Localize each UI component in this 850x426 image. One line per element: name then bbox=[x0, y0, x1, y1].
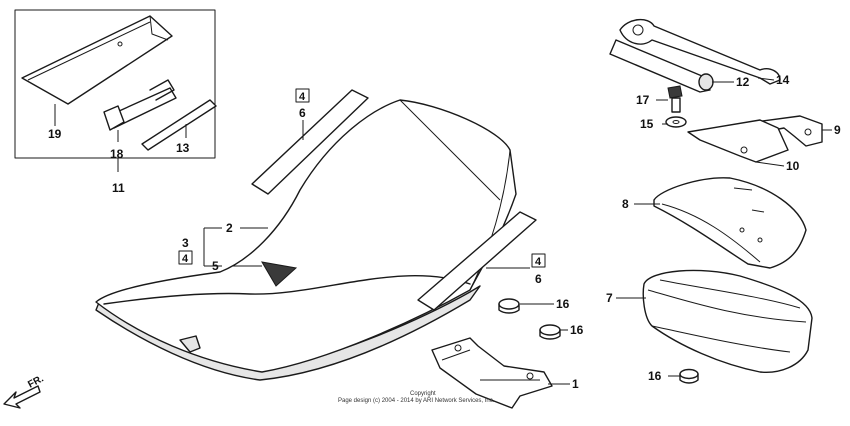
tool-handle-bar bbox=[141, 99, 217, 151]
seat-cover bbox=[95, 99, 517, 373]
callout-5: 5 bbox=[212, 259, 219, 273]
callout-15: 15 bbox=[640, 117, 654, 131]
tool-bag bbox=[21, 15, 173, 105]
front-direction-label: FR. bbox=[26, 373, 46, 390]
callout-4-left: 4 bbox=[182, 253, 189, 265]
callout-16-c: 16 bbox=[648, 369, 662, 383]
callout-9: 9 bbox=[834, 123, 841, 137]
storage-pouch bbox=[642, 269, 813, 373]
tool-kit-group bbox=[14, 9, 217, 172]
callout-4-top: 4 bbox=[299, 91, 306, 103]
grommet-b bbox=[539, 324, 561, 340]
copyright-line-1: Copyright bbox=[410, 391, 436, 397]
callout-14: 14 bbox=[776, 73, 790, 87]
callout-13: 13 bbox=[176, 141, 190, 155]
front-direction-indicator: FR. bbox=[3, 373, 46, 409]
callout-16-a: 16 bbox=[556, 297, 570, 311]
washer bbox=[665, 116, 687, 128]
leader-lines bbox=[203, 77, 832, 385]
callout-3: 3 bbox=[182, 236, 189, 250]
seat-emblem bbox=[261, 261, 298, 287]
callout-10: 10 bbox=[786, 159, 800, 173]
seat-stay-lower bbox=[687, 119, 789, 163]
seat-plate bbox=[653, 177, 807, 269]
boxed-4-top-frame bbox=[295, 88, 310, 103]
callout-19: 19 bbox=[48, 127, 62, 141]
boxed-4-right-frame bbox=[531, 253, 546, 268]
grommet-a bbox=[498, 298, 520, 314]
seat-bracket bbox=[431, 337, 553, 409]
callout-11: 11 bbox=[112, 181, 125, 195]
wrench-set bbox=[609, 19, 781, 93]
callout-6-top: 6 bbox=[299, 106, 306, 120]
callout-8: 8 bbox=[622, 197, 629, 211]
open-end-wrench bbox=[619, 19, 781, 85]
grommet-c bbox=[679, 368, 699, 384]
front-arrow-icon bbox=[3, 385, 41, 409]
tool-kit-frame bbox=[14, 9, 216, 159]
spark-plug-wrench bbox=[609, 39, 711, 93]
callout-6-right: 6 bbox=[535, 272, 542, 286]
callout-12: 12 bbox=[736, 75, 750, 89]
copyright-line-2: Page design (c) 2004 - 2014 by ARI Netwo… bbox=[338, 398, 495, 404]
callout-17: 17 bbox=[636, 93, 650, 107]
callout-7: 7 bbox=[606, 291, 613, 305]
callout-1: 1 bbox=[572, 377, 579, 391]
callout-4-right: 4 bbox=[535, 256, 542, 268]
seat-stripe-upper bbox=[251, 89, 369, 195]
callout-2: 2 bbox=[226, 221, 233, 235]
seat-assembly bbox=[95, 99, 517, 381]
callout-18: 18 bbox=[110, 147, 124, 161]
boxed-4-left-frame bbox=[178, 250, 193, 265]
bolt bbox=[667, 85, 683, 113]
seat-stripe-lower bbox=[417, 211, 537, 311]
callout-16-b: 16 bbox=[570, 323, 584, 337]
callout-labels: 1 2 3 4 5 4 6 4 6 7 8 9 10 11 12 13 14 1… bbox=[48, 73, 841, 391]
